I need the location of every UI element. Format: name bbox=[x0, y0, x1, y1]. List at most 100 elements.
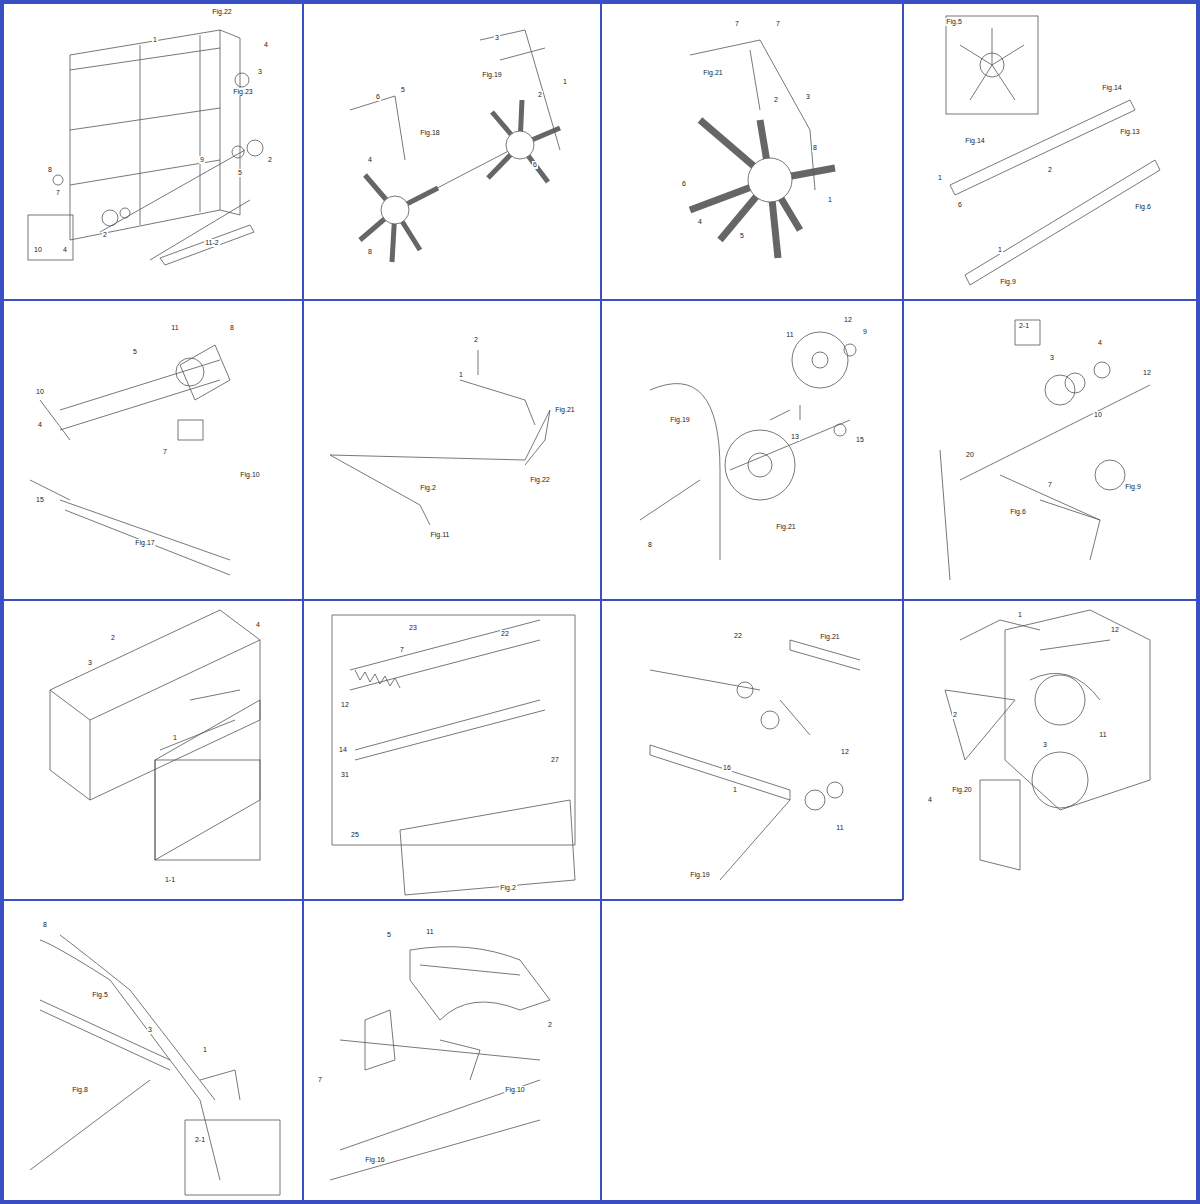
callout-number: 2 bbox=[773, 96, 779, 104]
callout-number: 1 bbox=[827, 196, 833, 204]
callout-number: 3 bbox=[87, 659, 93, 667]
callout-number: 5 bbox=[132, 348, 138, 356]
callout-number: Fig.22 bbox=[529, 476, 550, 484]
callout-number: Fig.20 bbox=[951, 786, 972, 794]
callout-number: 8 bbox=[229, 324, 235, 332]
callout-number: Fig.9 bbox=[999, 278, 1017, 286]
callout-number: 8 bbox=[647, 541, 653, 549]
callout-number: 2-1 bbox=[1018, 322, 1030, 330]
callout-number: 31 bbox=[340, 771, 350, 779]
callout-number: Fig.14 bbox=[1101, 84, 1122, 92]
callout-number: Fig.17 bbox=[134, 539, 155, 547]
callout-number: Fig.2 bbox=[419, 484, 437, 492]
callout-number: 5 bbox=[400, 86, 406, 94]
callout-number: 6 bbox=[375, 93, 381, 101]
callout-number: Fig.14 bbox=[964, 137, 985, 145]
callout-number: 2 bbox=[102, 231, 108, 239]
callout-number: Fig.13 bbox=[1119, 128, 1140, 136]
callout-number: 11 bbox=[425, 928, 434, 936]
callout-number: 2-1 bbox=[194, 1136, 206, 1144]
callout-number: 2 bbox=[537, 91, 543, 99]
callout-number: Fig.10 bbox=[504, 1086, 525, 1094]
callout-number: 3 bbox=[147, 1026, 153, 1034]
callout-number: Fig.6 bbox=[1134, 203, 1152, 211]
callout-number: 1 bbox=[732, 786, 738, 794]
callout-number: 4 bbox=[263, 41, 269, 49]
callout-number: Fig.22 bbox=[211, 8, 232, 16]
callout-number: 2 bbox=[110, 634, 116, 642]
callout-number: 11 bbox=[1098, 731, 1107, 739]
callout-number: 1 bbox=[997, 246, 1003, 254]
callout-number: 3 bbox=[257, 68, 263, 76]
callout-number: 1 bbox=[937, 174, 943, 182]
callout-number: Fig.9 bbox=[1124, 483, 1142, 491]
callout-number: 4 bbox=[1097, 339, 1103, 347]
callout-number: 10 bbox=[33, 246, 43, 254]
callout-number: 2 bbox=[1047, 166, 1053, 174]
callout-number: 15 bbox=[35, 496, 45, 504]
callout-number: 12 bbox=[1142, 369, 1152, 377]
callout-number: 23 bbox=[408, 624, 418, 632]
callout-number: Fig.6 bbox=[1009, 508, 1027, 516]
callout-number: 1 bbox=[1017, 611, 1023, 619]
callout-number: 20 bbox=[965, 451, 975, 459]
callout-number: Fig.21 bbox=[554, 406, 575, 414]
callout-number: 1 bbox=[562, 78, 568, 86]
callout-number: 9 bbox=[862, 328, 868, 336]
callout-number: 5 bbox=[739, 232, 745, 240]
callout-number: 3 bbox=[1049, 354, 1055, 362]
callout-number: 7 bbox=[775, 20, 781, 28]
callout-number: 3 bbox=[805, 93, 811, 101]
callout-number: 11 bbox=[835, 824, 844, 832]
callout-number: 13 bbox=[790, 433, 800, 441]
callout-number: Fig.2 bbox=[499, 884, 517, 892]
callout-number: Fig.18 bbox=[419, 129, 440, 137]
callout-number: Fig.21 bbox=[775, 523, 796, 531]
callout-number: 4 bbox=[927, 796, 933, 804]
callout-number: 4 bbox=[697, 218, 703, 226]
callout-number: 10 bbox=[1093, 411, 1103, 419]
callout-number: 1 bbox=[152, 36, 158, 44]
callout-number: 3 bbox=[494, 34, 500, 42]
callout-number: 27 bbox=[550, 756, 560, 764]
callout-number: 9 bbox=[199, 156, 205, 164]
callout-number: 5 bbox=[237, 169, 243, 177]
callout-number: 2 bbox=[952, 711, 958, 719]
callout-number: 12 bbox=[843, 316, 853, 324]
callout-number: 2 bbox=[267, 156, 273, 164]
callout-number: 1 bbox=[202, 1046, 208, 1054]
callout-number: 7 bbox=[55, 189, 61, 197]
callout-number: 15 bbox=[855, 436, 865, 444]
callout-number: 7 bbox=[399, 646, 405, 654]
callout-number: 4 bbox=[367, 156, 373, 164]
callout-number: 4 bbox=[62, 246, 68, 254]
callout-number: Fig.21 bbox=[702, 69, 723, 77]
callout-number: 3 bbox=[1042, 741, 1048, 749]
callout-number: 11 bbox=[785, 331, 794, 339]
callout-number: Fig.19 bbox=[669, 416, 690, 424]
callout-number: 8 bbox=[42, 921, 48, 929]
callout-number: 2 bbox=[473, 336, 479, 344]
callout-number: 6 bbox=[957, 201, 963, 209]
callout-number: 10 bbox=[35, 388, 45, 396]
callout-number: Fig.19 bbox=[481, 71, 502, 79]
callout-number: 7 bbox=[1047, 481, 1053, 489]
callout-number: 7 bbox=[734, 20, 740, 28]
callout-number: 11 bbox=[170, 324, 179, 332]
callout-number: 12 bbox=[340, 701, 350, 709]
callout-number: Fig.16 bbox=[364, 1156, 385, 1164]
callout-number: 4 bbox=[255, 621, 261, 629]
callout-number: 8 bbox=[47, 166, 53, 174]
callout-number: 4 bbox=[37, 421, 43, 429]
callout-number: 6 bbox=[681, 180, 687, 188]
callout-number: 5 bbox=[386, 931, 392, 939]
callout-number: 7 bbox=[317, 1076, 323, 1084]
callout-number: 22 bbox=[733, 632, 743, 640]
callout-number: Fig.10 bbox=[239, 471, 260, 479]
callout-number: 8 bbox=[812, 144, 818, 152]
callout-number: Fig.11 bbox=[430, 531, 451, 539]
callout-number: 12 bbox=[840, 748, 850, 756]
callout-number: Fig.5 bbox=[91, 991, 109, 999]
